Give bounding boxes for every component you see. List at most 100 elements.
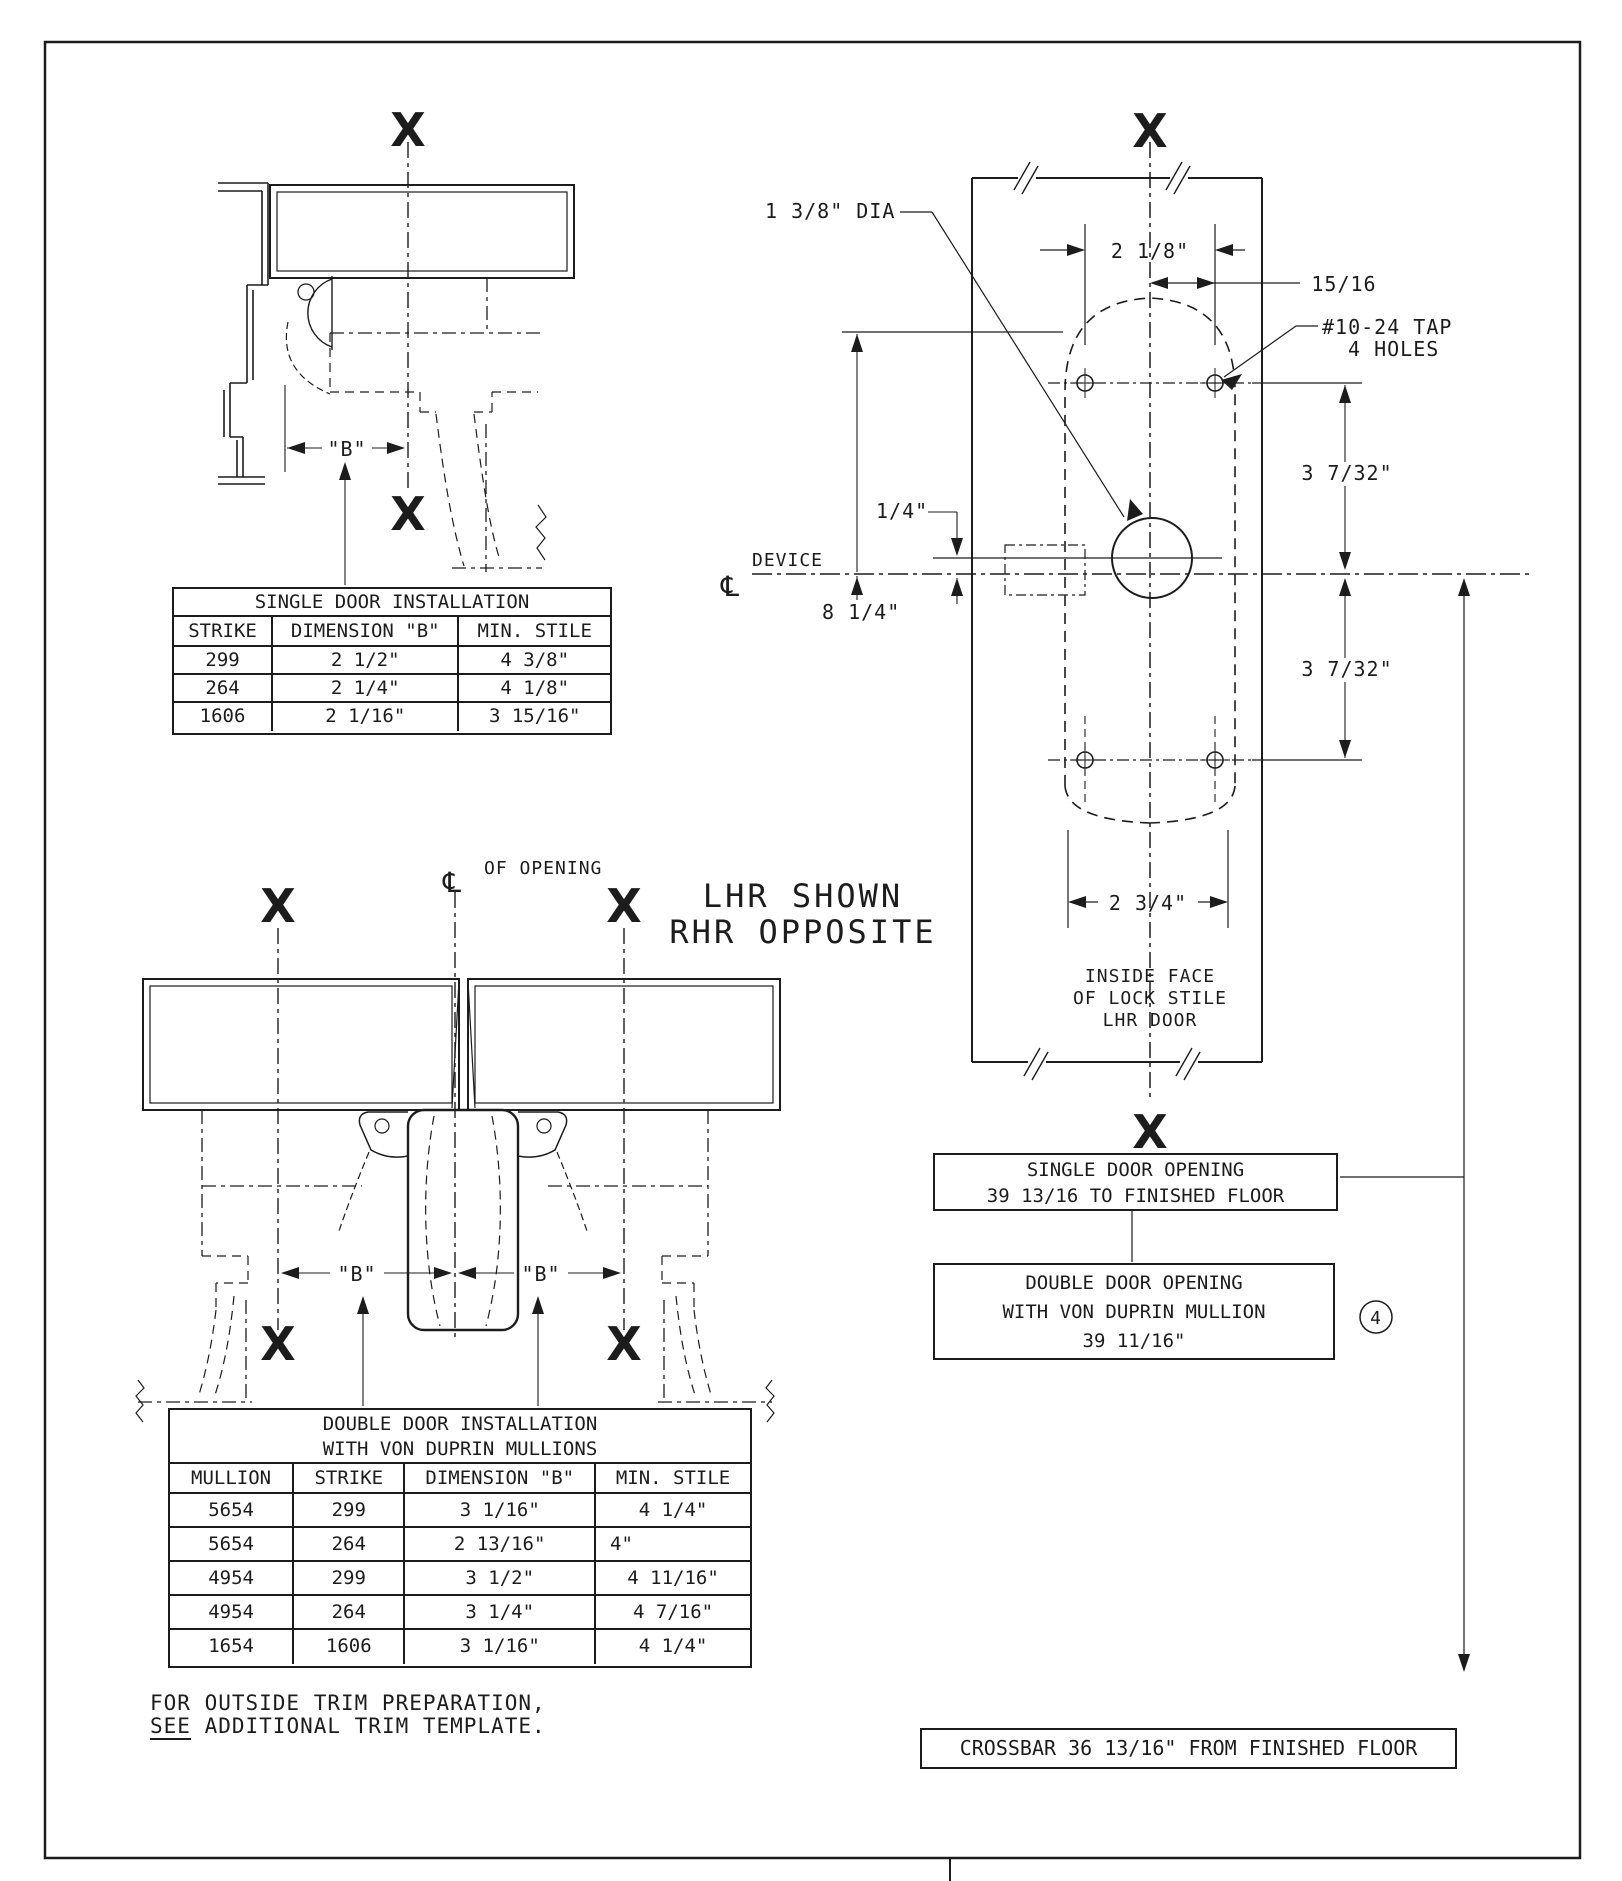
col-header-strike: STRIKE xyxy=(174,617,274,645)
left-door-leaf-inner xyxy=(149,985,453,1104)
b-dimension-label-left: "B" xyxy=(337,1262,376,1286)
face-note-line3: LHR DOOR xyxy=(1103,1010,1198,1031)
left-door-leaf xyxy=(142,978,460,1111)
border-rect xyxy=(43,40,1582,1860)
handing-note: LHR SHOWN RHR OPPOSITE xyxy=(638,878,968,950)
dimension-arrow xyxy=(1067,244,1085,256)
x-mark: X xyxy=(1132,1105,1167,1159)
cell-mullion: 5654 xyxy=(170,1528,295,1560)
dimension-arrow xyxy=(603,1267,621,1279)
callout-connectors: 4 xyxy=(1131,578,1470,1672)
cell-dimension-b: 2 1/16" xyxy=(273,703,460,731)
face-note-line2: OF LOCK STILE xyxy=(1073,988,1227,1009)
b-dimension-label: "B" xyxy=(327,437,366,461)
strike-profile xyxy=(307,276,333,350)
cell-dimension-b: 3 1/2" xyxy=(405,1562,597,1594)
cell-min-stile: 4 7/16" xyxy=(633,1601,714,1623)
leader-arrow xyxy=(1221,374,1242,390)
dimension-arrow xyxy=(357,1296,369,1314)
mullion-profile xyxy=(406,1108,520,1332)
dimension-arrow xyxy=(951,538,963,556)
cell-dimension-b: 3 1/16" xyxy=(405,1494,597,1526)
handing-note-line2: RHR OPPOSITE xyxy=(669,913,937,951)
trim-footnote: FOR OUTSIDE TRIM PREPARATION, SEE ADDITI… xyxy=(150,1692,546,1740)
cell-min-stile: 4 1/8" xyxy=(500,677,570,699)
device-hidden-outline xyxy=(329,333,538,567)
text-mask xyxy=(1297,658,1397,682)
dimension-arrow xyxy=(851,334,863,352)
dim-cl-height: 8 1/4" xyxy=(822,600,900,624)
device-label: DEVICE xyxy=(752,550,823,571)
strike-lug xyxy=(536,1118,552,1134)
cell-dimension-b: 2 1/4" xyxy=(273,675,460,701)
cell-dimension-b: 3 1/4" xyxy=(405,1596,597,1628)
dimension-arrow xyxy=(1150,277,1168,289)
dia-label: 1 3/8" DIA xyxy=(765,199,895,223)
table-row: 299 2 1/2" 4 3/8" xyxy=(174,647,610,675)
col-header-mullion: MULLION xyxy=(170,1464,295,1492)
dimension-arrow xyxy=(1339,740,1351,758)
col-header-min-stile: MIN. STILE xyxy=(477,620,592,642)
sheet-number-balloon xyxy=(1359,1300,1393,1334)
x-mark: X xyxy=(390,103,425,157)
stile-outline xyxy=(971,177,1263,1063)
strike-lug xyxy=(297,283,315,301)
single-table-title: SINGLE DOOR INSTALLATION xyxy=(174,589,610,617)
strike-swing-arc xyxy=(556,1151,589,1235)
dia-leader-line xyxy=(900,211,1125,518)
dimension-arrow xyxy=(1339,385,1351,403)
break-marks xyxy=(1013,161,1201,1081)
double-table-header-row: MULLION STRIKE DIMENSION "B" MIN. STILE xyxy=(170,1464,750,1494)
x-mark: X xyxy=(390,487,425,541)
dim-bottom-width: 2 3/4" xyxy=(1109,891,1187,915)
col-header-strike: STRIKE xyxy=(294,1464,406,1492)
leader-arrow xyxy=(1127,499,1143,521)
cell-strike: 264 xyxy=(294,1596,406,1628)
dim-cl-to-hole: 15/16 xyxy=(1311,272,1376,296)
lock-stile-face: 2 1/8" 15/16 #10-24 TAP 4 HOLES 1 3/8" D… xyxy=(720,104,1532,1159)
sheet-number: 4 xyxy=(1370,1308,1382,1329)
cell-min-stile: 4" xyxy=(610,1533,633,1555)
break-jags xyxy=(135,1379,775,1423)
dimension-arrow xyxy=(1210,896,1228,908)
of-opening-label: OF OPENING xyxy=(484,858,602,879)
cell-dimension-b: 2 1/2" xyxy=(273,647,460,673)
double-table-title-line1: DOUBLE DOOR INSTALLATION xyxy=(322,1413,598,1435)
single-opening-line1: SINGLE DOOR OPENING xyxy=(1026,1159,1245,1181)
device-hidden-outlines xyxy=(197,1255,713,1399)
cell-strike: 264 xyxy=(174,675,274,701)
cell-dimension-b: 2 13/16" xyxy=(405,1528,596,1560)
double-opening-line3: 39 11/16" xyxy=(1082,1330,1186,1352)
single-door-table: SINGLE DOOR INSTALLATION STRIKE DIMENSIO… xyxy=(172,587,612,735)
dim-holes-width: 2 1/8" xyxy=(1111,239,1189,263)
door-leaf-inner xyxy=(276,191,568,272)
left-strike-profile xyxy=(358,1111,409,1158)
dimension-arrow xyxy=(287,442,305,454)
cell-min-stile: 4 1/4" xyxy=(638,1635,708,1657)
table-row: 4954 264 3 1/4" 4 7/16" xyxy=(170,1596,750,1630)
strike-lug xyxy=(374,1118,390,1134)
cell-strike: 299 xyxy=(294,1562,406,1594)
col-header-dimension-b: DIMENSION "B" xyxy=(405,1464,597,1492)
dim-below-cl: 3 7/32" xyxy=(1301,657,1392,681)
dimension-arrow xyxy=(387,442,405,454)
dimension-arrow xyxy=(1458,1654,1470,1672)
crossbar-text: CROSSBAR 36 13/16" FROM FINISHED FLOOR xyxy=(959,1736,1418,1760)
table-row: 5654 264 2 13/16" 4" xyxy=(170,1528,750,1562)
trim-footnote-line2: SEE ADDITIONAL TRIM TEMPLATE. xyxy=(150,1714,546,1740)
door-leaf-outline xyxy=(269,184,575,279)
double-door-plan: "B" "B" ℄ OF OPENING X X X X xyxy=(135,858,781,1423)
table-row: 5654 299 3 1/16" 4 1/4" xyxy=(170,1494,750,1528)
b-dimension-lines xyxy=(284,385,402,585)
hole-column-hidden-lines xyxy=(1084,716,1216,802)
dimension-arrow xyxy=(1458,578,1470,596)
dim-quarter: 1/4" xyxy=(876,499,928,523)
cell-min-stile: 4 1/4" xyxy=(638,1499,708,1521)
sheet-border xyxy=(43,40,1582,1881)
dimension-arrow xyxy=(339,462,351,480)
table-row: 1606 2 1/16" 3 15/16" xyxy=(174,703,610,731)
dimension-arrow xyxy=(532,1296,544,1314)
cell-mullion: 1654 xyxy=(170,1630,295,1664)
break-jag xyxy=(535,504,547,561)
